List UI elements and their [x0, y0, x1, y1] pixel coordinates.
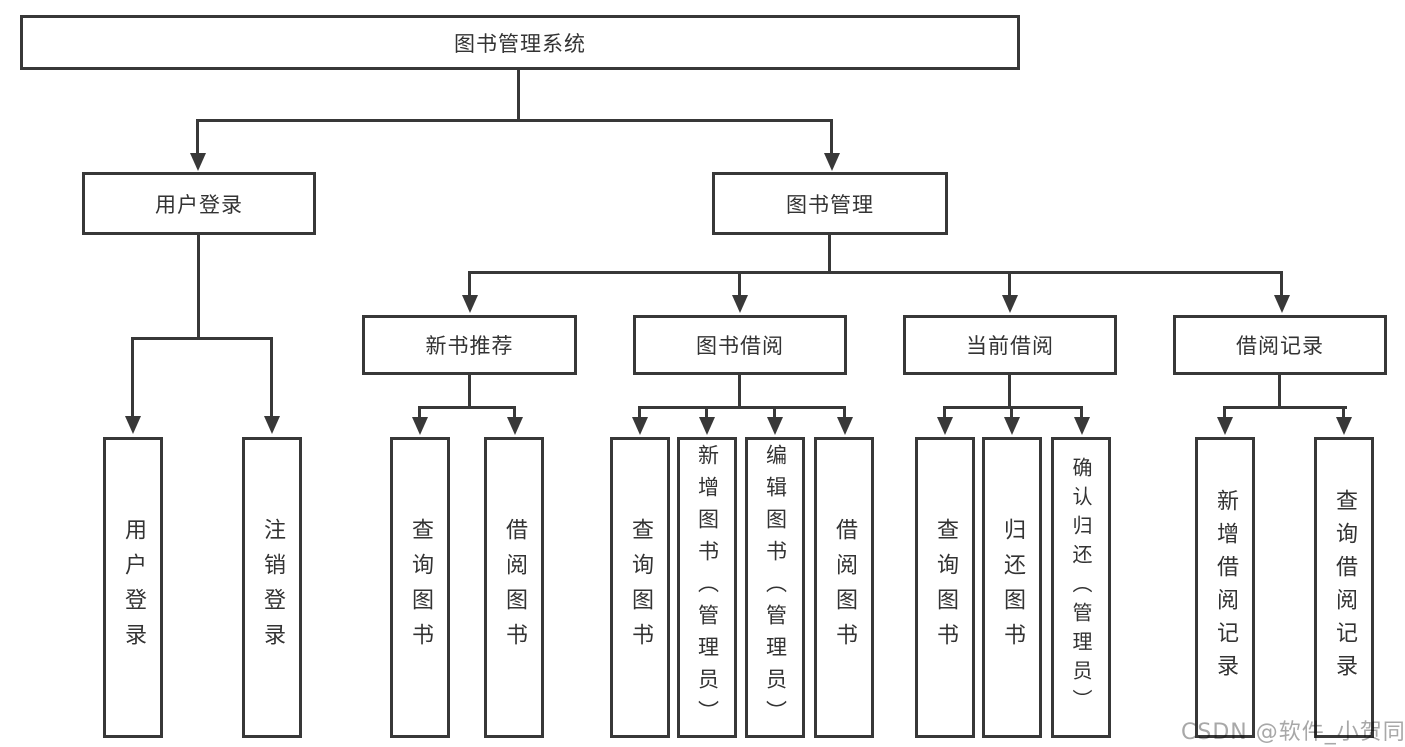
arrow-down-icon: [1274, 295, 1290, 313]
connector-h: [943, 406, 1083, 409]
connector-v: [517, 68, 520, 119]
leaf-confirm-return-admin: 确认归还（管理员）: [1051, 437, 1111, 738]
connector-v: [418, 406, 421, 418]
arrow-down-icon: [699, 417, 715, 435]
node-borrow-records: 借阅记录: [1173, 315, 1387, 375]
connector-v: [513, 406, 516, 418]
leaf-label: 查询图书: [408, 517, 433, 658]
leaf-label: 新增借阅记录: [1213, 488, 1238, 687]
csdn-watermark: CSDN @软件_小贺同学: [1181, 720, 1405, 745]
arrow-down-icon: [937, 417, 953, 435]
node-root: 图书管理系统: [20, 15, 1020, 70]
arrow-down-icon: [1336, 417, 1352, 435]
node-new-book-recommend: 新书推荐: [362, 315, 577, 375]
leaf-label: 归还图书: [1000, 517, 1025, 658]
connector-v: [943, 406, 946, 418]
connector-v: [1342, 406, 1345, 418]
connector-v: [773, 406, 776, 418]
connector-v: [197, 235, 200, 337]
arrow-down-icon: [264, 416, 280, 434]
arrow-down-icon: [1217, 417, 1233, 435]
connector-v: [131, 337, 134, 417]
leaf-label: 借阅图书: [832, 517, 857, 658]
leaf-label: 新增图书（管理员）: [695, 443, 720, 732]
leaf-edit-books-admin: 编辑图书（管理员）: [745, 437, 805, 738]
arrow-down-icon: [412, 417, 428, 435]
connector-h: [131, 337, 273, 340]
connector-v: [830, 119, 833, 155]
arrow-down-icon: [837, 417, 853, 435]
connector-v: [738, 271, 741, 296]
arrow-down-icon: [462, 295, 478, 313]
connector-v: [468, 375, 471, 406]
arrow-down-icon: [767, 417, 783, 435]
leaf-query-borrow-record: 查询借阅记录: [1314, 437, 1374, 738]
leaf-label: 用户登录: [121, 517, 146, 658]
leaf-label: 借阅图书: [502, 517, 527, 658]
leaf-add-books-admin: 新增图书（管理员）: [677, 437, 737, 738]
connector-v: [1080, 406, 1083, 418]
connector-h: [638, 406, 846, 409]
leaf-label: 查询借阅记录: [1332, 488, 1357, 687]
connector-v: [638, 406, 641, 418]
arrow-down-icon: [824, 153, 840, 171]
node-book-mgmt: 图书管理: [712, 172, 948, 235]
leaf-query-books-recommend: 查询图书: [390, 437, 450, 738]
arrow-down-icon: [507, 417, 523, 435]
connector-h: [418, 406, 516, 409]
node-book-borrow: 图书借阅: [633, 315, 847, 375]
leaf-query-books-current: 查询图书: [915, 437, 975, 738]
connector-v: [705, 406, 708, 418]
arrow-down-icon: [1002, 295, 1018, 313]
leaf-user-login: 用户登录: [103, 437, 163, 738]
arrow-down-icon: [190, 153, 206, 171]
leaf-logout: 注销登录: [242, 437, 302, 738]
connector-v: [1223, 406, 1226, 418]
leaf-label: 查询图书: [628, 517, 653, 658]
connector-v: [828, 235, 831, 271]
connector-h: [468, 271, 1283, 274]
connector-v: [468, 271, 471, 296]
leaf-label: 注销登录: [260, 517, 285, 658]
arrow-down-icon: [1074, 417, 1090, 435]
node-current-borrow: 当前借阅: [903, 315, 1117, 375]
connector-h: [1223, 406, 1347, 409]
connector-v: [1278, 375, 1281, 406]
arrow-down-icon: [1004, 417, 1020, 435]
leaf-label: 确认归还（管理员）: [1069, 457, 1093, 718]
connector-v: [1008, 375, 1011, 406]
arrow-down-icon: [732, 295, 748, 313]
connector-v: [270, 337, 273, 417]
connector-v: [843, 406, 846, 418]
leaf-add-borrow-record: 新增借阅记录: [1195, 437, 1255, 738]
connector-h: [196, 119, 833, 122]
leaf-query-books-borrow: 查询图书: [610, 437, 670, 738]
connector-v: [196, 119, 199, 155]
leaf-borrow-books-recommend: 借阅图书: [484, 437, 544, 738]
leaf-label: 查询图书: [933, 517, 958, 658]
connector-v: [1010, 406, 1013, 418]
connector-v: [1008, 271, 1011, 296]
node-user-login: 用户登录: [82, 172, 316, 235]
arrow-down-icon: [632, 417, 648, 435]
arrow-down-icon: [125, 416, 141, 434]
leaf-label: 编辑图书（管理员）: [763, 443, 788, 732]
connector-v: [738, 375, 741, 406]
leaf-borrow-books: 借阅图书: [814, 437, 874, 738]
leaf-return-books: 归还图书: [982, 437, 1042, 738]
connector-v: [1280, 271, 1283, 296]
